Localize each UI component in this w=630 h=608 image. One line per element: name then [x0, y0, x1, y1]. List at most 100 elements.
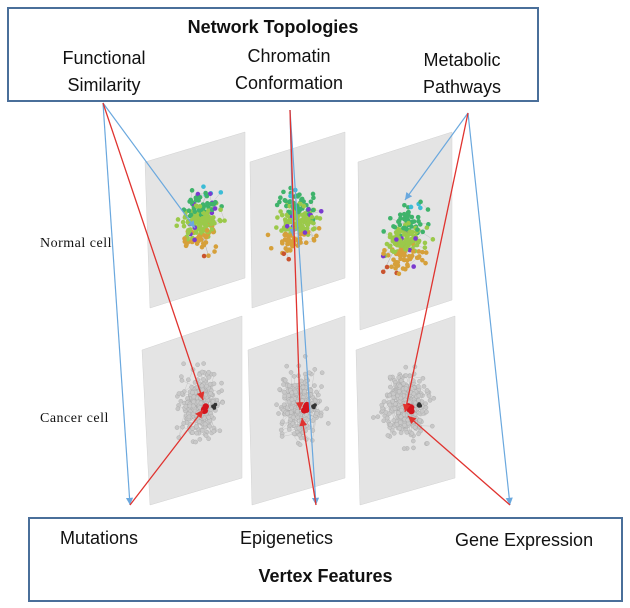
network-node — [284, 223, 290, 229]
network-node — [189, 384, 194, 390]
network-node — [209, 227, 215, 232]
network-node — [178, 398, 184, 404]
network-node — [415, 214, 421, 220]
network-node — [203, 219, 208, 225]
network-node — [407, 247, 413, 253]
network-node — [404, 215, 410, 221]
network-node — [301, 213, 306, 218]
network-node — [312, 367, 318, 372]
network-node — [393, 230, 399, 235]
network-node — [192, 209, 198, 215]
network-node — [413, 236, 418, 241]
network-node — [405, 263, 410, 269]
network-node — [394, 422, 400, 427]
network-node — [206, 253, 211, 259]
network-node — [279, 212, 285, 218]
network-node — [411, 438, 416, 444]
network-node — [222, 218, 227, 223]
network-node — [217, 428, 223, 434]
network-node — [207, 191, 213, 197]
network-node — [416, 238, 422, 244]
functional-similarity-to-normal-arrow — [102, 102, 196, 229]
network-node — [278, 195, 283, 200]
network-node — [196, 234, 202, 239]
network-node — [431, 395, 437, 401]
network-node — [176, 391, 182, 396]
mutations-to-cancer-arrow — [129, 409, 204, 506]
network-node — [282, 393, 287, 399]
network-node — [180, 424, 185, 430]
network-node — [411, 391, 417, 397]
network-node — [311, 195, 316, 201]
network-node — [405, 238, 411, 244]
network-node — [195, 191, 201, 197]
network-node — [287, 199, 293, 204]
highlighted-node — [408, 407, 415, 415]
network-node — [288, 219, 293, 224]
network-node — [308, 199, 314, 205]
network-node — [188, 212, 194, 218]
network-node — [416, 393, 422, 399]
network-node — [402, 202, 407, 208]
network-node — [181, 223, 187, 229]
network-node — [394, 237, 399, 242]
network-node — [201, 233, 207, 238]
network-node — [401, 211, 407, 217]
network-node — [416, 218, 421, 224]
network-node — [211, 429, 217, 434]
network-node — [287, 210, 293, 216]
network-node — [274, 402, 279, 407]
network-node — [388, 215, 393, 221]
network-node — [281, 189, 286, 195]
network-node — [197, 419, 202, 424]
network-node — [179, 378, 185, 383]
network-node — [201, 377, 206, 382]
chromatin-red-arrow — [289, 109, 304, 411]
network-node — [392, 241, 398, 246]
network-node — [211, 381, 217, 387]
network-node — [194, 424, 199, 429]
network-node — [180, 219, 186, 225]
network-node — [195, 362, 200, 368]
network-node — [416, 249, 422, 254]
network-node — [300, 398, 305, 404]
network-node — [403, 364, 409, 370]
network-node — [397, 229, 402, 235]
network-node — [405, 243, 410, 248]
network-node — [276, 411, 281, 416]
network-node — [384, 264, 390, 270]
network-node — [422, 245, 428, 250]
network-node — [213, 244, 219, 249]
network-node — [375, 414, 381, 419]
network-node — [406, 220, 411, 226]
network-node — [277, 387, 282, 392]
network-node — [391, 431, 397, 436]
network-node — [398, 420, 403, 425]
network-node — [425, 441, 430, 446]
network-node — [194, 430, 199, 436]
network-node — [206, 436, 211, 441]
network-node — [398, 378, 404, 383]
network-node — [174, 223, 180, 229]
neighbor-node — [212, 404, 217, 408]
network-node — [308, 388, 314, 393]
network-node — [416, 398, 421, 403]
network-node — [197, 437, 203, 442]
network-node — [285, 411, 290, 416]
network-node — [194, 214, 200, 220]
network-node — [409, 239, 415, 244]
network-node — [204, 383, 209, 389]
network-node — [396, 389, 402, 394]
normal-cell-label: Normal cell — [40, 236, 112, 251]
network-node — [193, 198, 199, 203]
network-node — [392, 406, 398, 411]
network-node — [200, 216, 205, 221]
network-node — [426, 393, 432, 399]
topology-label-line1: Metabolic — [423, 50, 501, 70]
network-node — [280, 240, 285, 246]
network-node — [310, 418, 316, 423]
network-node — [383, 410, 389, 415]
network-node — [299, 378, 304, 384]
topology-label-line2: Conformation — [234, 73, 344, 93]
network-node — [287, 383, 292, 388]
